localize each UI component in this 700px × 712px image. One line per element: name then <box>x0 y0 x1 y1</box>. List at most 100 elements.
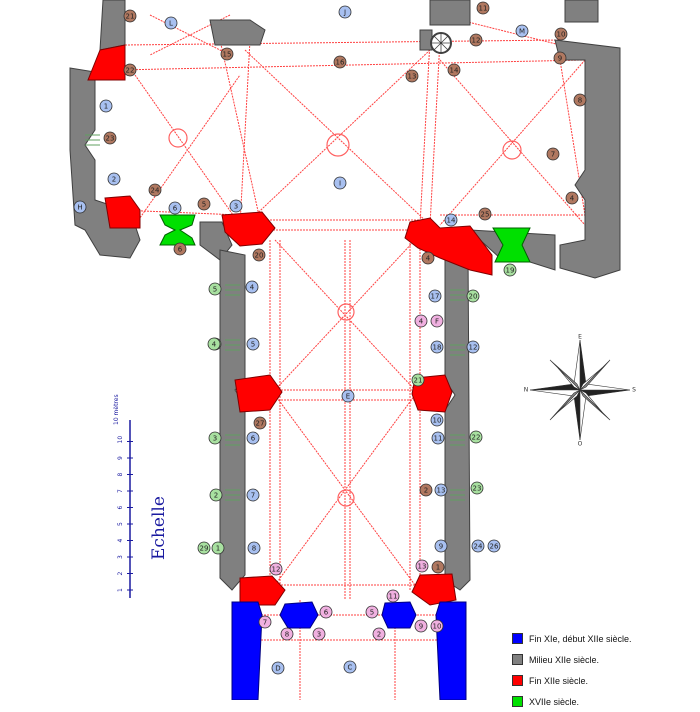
location-marker: 6 <box>173 242 187 256</box>
location-marker: 3 <box>229 199 243 213</box>
location-marker: 3 <box>208 431 222 445</box>
compass-rose: E O N S <box>524 334 636 448</box>
marker-label: 10 <box>557 31 566 39</box>
marker-label: 23 <box>473 485 482 493</box>
scale-tick-label: 8 <box>117 473 124 477</box>
location-marker: 14 <box>447 63 461 77</box>
marker-circle <box>208 431 222 445</box>
location-marker: C <box>343 660 357 674</box>
location-marker: 22 <box>123 63 137 77</box>
marker-circle <box>444 213 458 227</box>
marker-label: 4 <box>250 284 255 292</box>
marker-circle <box>554 27 568 41</box>
marker-circle <box>164 16 178 30</box>
marker-label: F <box>435 318 439 326</box>
marker-label: 10 <box>433 623 442 631</box>
buttresses-17th-century <box>159 214 531 263</box>
marker-label: 26 <box>490 543 499 551</box>
marker-circle <box>211 541 225 555</box>
marker-label: 22 <box>126 67 135 75</box>
marker-label: 23 <box>106 135 115 143</box>
location-marker: 2 <box>372 627 386 641</box>
legend-label: XVIIe siècle. <box>529 696 580 707</box>
location-marker: 3 <box>312 627 326 641</box>
legend-label: Milieu XIIe siècle. <box>529 654 600 665</box>
marker-label: 17 <box>431 293 440 301</box>
marker-circle <box>430 314 444 328</box>
marker-label: 25 <box>481 211 490 219</box>
spiral-staircase <box>430 32 452 54</box>
location-marker: 7 <box>546 147 560 161</box>
marker-label: 15 <box>223 51 232 59</box>
marker-circle <box>466 289 480 303</box>
location-marker: 20 <box>252 248 266 262</box>
marker-circle <box>246 431 260 445</box>
location-marker: 2 <box>419 483 433 497</box>
marker-label: 8 <box>578 97 582 105</box>
marker-circle <box>553 51 567 65</box>
marker-circle <box>430 619 444 633</box>
location-marker: 4 <box>421 251 435 265</box>
marker-label: 9 <box>558 55 562 63</box>
location-marker: 23 <box>103 131 117 145</box>
marker-label: 4 <box>212 341 217 349</box>
marker-label: 9 <box>419 623 423 631</box>
marker-circle <box>269 562 283 576</box>
marker-circle <box>469 33 483 47</box>
marker-label: 12 <box>469 344 478 352</box>
marker-label: 22 <box>472 434 481 442</box>
marker-circle <box>419 483 433 497</box>
marker-label: I <box>339 180 341 188</box>
location-marker: 12 <box>269 562 283 576</box>
location-marker: 23 <box>470 481 484 495</box>
marker-label: 13 <box>437 487 446 495</box>
marker-circle <box>312 627 326 641</box>
marker-circle <box>415 559 429 573</box>
location-marker: 12 <box>466 340 480 354</box>
marker-circle <box>487 539 501 553</box>
location-marker: 16 <box>333 55 347 69</box>
location-marker: 22 <box>469 430 483 444</box>
location-marker: 21 <box>123 9 137 23</box>
marker-circle <box>229 199 243 213</box>
marker-circle <box>515 24 529 38</box>
marker-label: 6 <box>251 435 256 443</box>
marker-circle <box>421 251 435 265</box>
marker-circle <box>253 416 267 430</box>
marker-label: 14 <box>450 67 459 75</box>
marker-label: 4 <box>426 255 431 263</box>
marker-label: 27 <box>256 420 265 428</box>
compass-e: E <box>578 334 582 341</box>
marker-label: 12 <box>472 37 481 45</box>
marker-circle <box>428 289 442 303</box>
marker-label: 1 <box>104 103 108 111</box>
location-marker: 13 <box>405 69 419 83</box>
marker-label: 8 <box>252 545 256 553</box>
marker-label: 20 <box>255 252 264 260</box>
location-marker: 1 <box>211 541 225 555</box>
marker-label: 1 <box>436 564 440 572</box>
marker-label: 7 <box>263 619 267 627</box>
location-marker: H <box>73 200 87 214</box>
marker-circle <box>503 263 517 277</box>
marker-label: 4 <box>570 195 575 203</box>
location-marker: 11 <box>386 589 400 603</box>
marker-label: 29 <box>200 545 209 553</box>
marker-label: H <box>77 204 82 212</box>
location-marker: 6 <box>168 201 182 215</box>
marker-label: 2 <box>112 176 116 184</box>
marker-circle <box>372 627 386 641</box>
legend-item-mid-12th: Milieu XIIe siècle. <box>512 649 700 670</box>
marker-label: 5 <box>213 286 217 294</box>
marker-label: 2 <box>377 631 381 639</box>
location-marker: 13 <box>415 559 429 573</box>
location-marker: 26 <box>487 539 501 553</box>
compass-o: O <box>578 441 583 448</box>
narthex-late-11th-century <box>231 601 467 700</box>
legend-swatch <box>512 675 523 686</box>
marker-label: 8 <box>285 631 289 639</box>
piers-late-12th-century <box>87 44 493 606</box>
marker-circle <box>246 488 260 502</box>
